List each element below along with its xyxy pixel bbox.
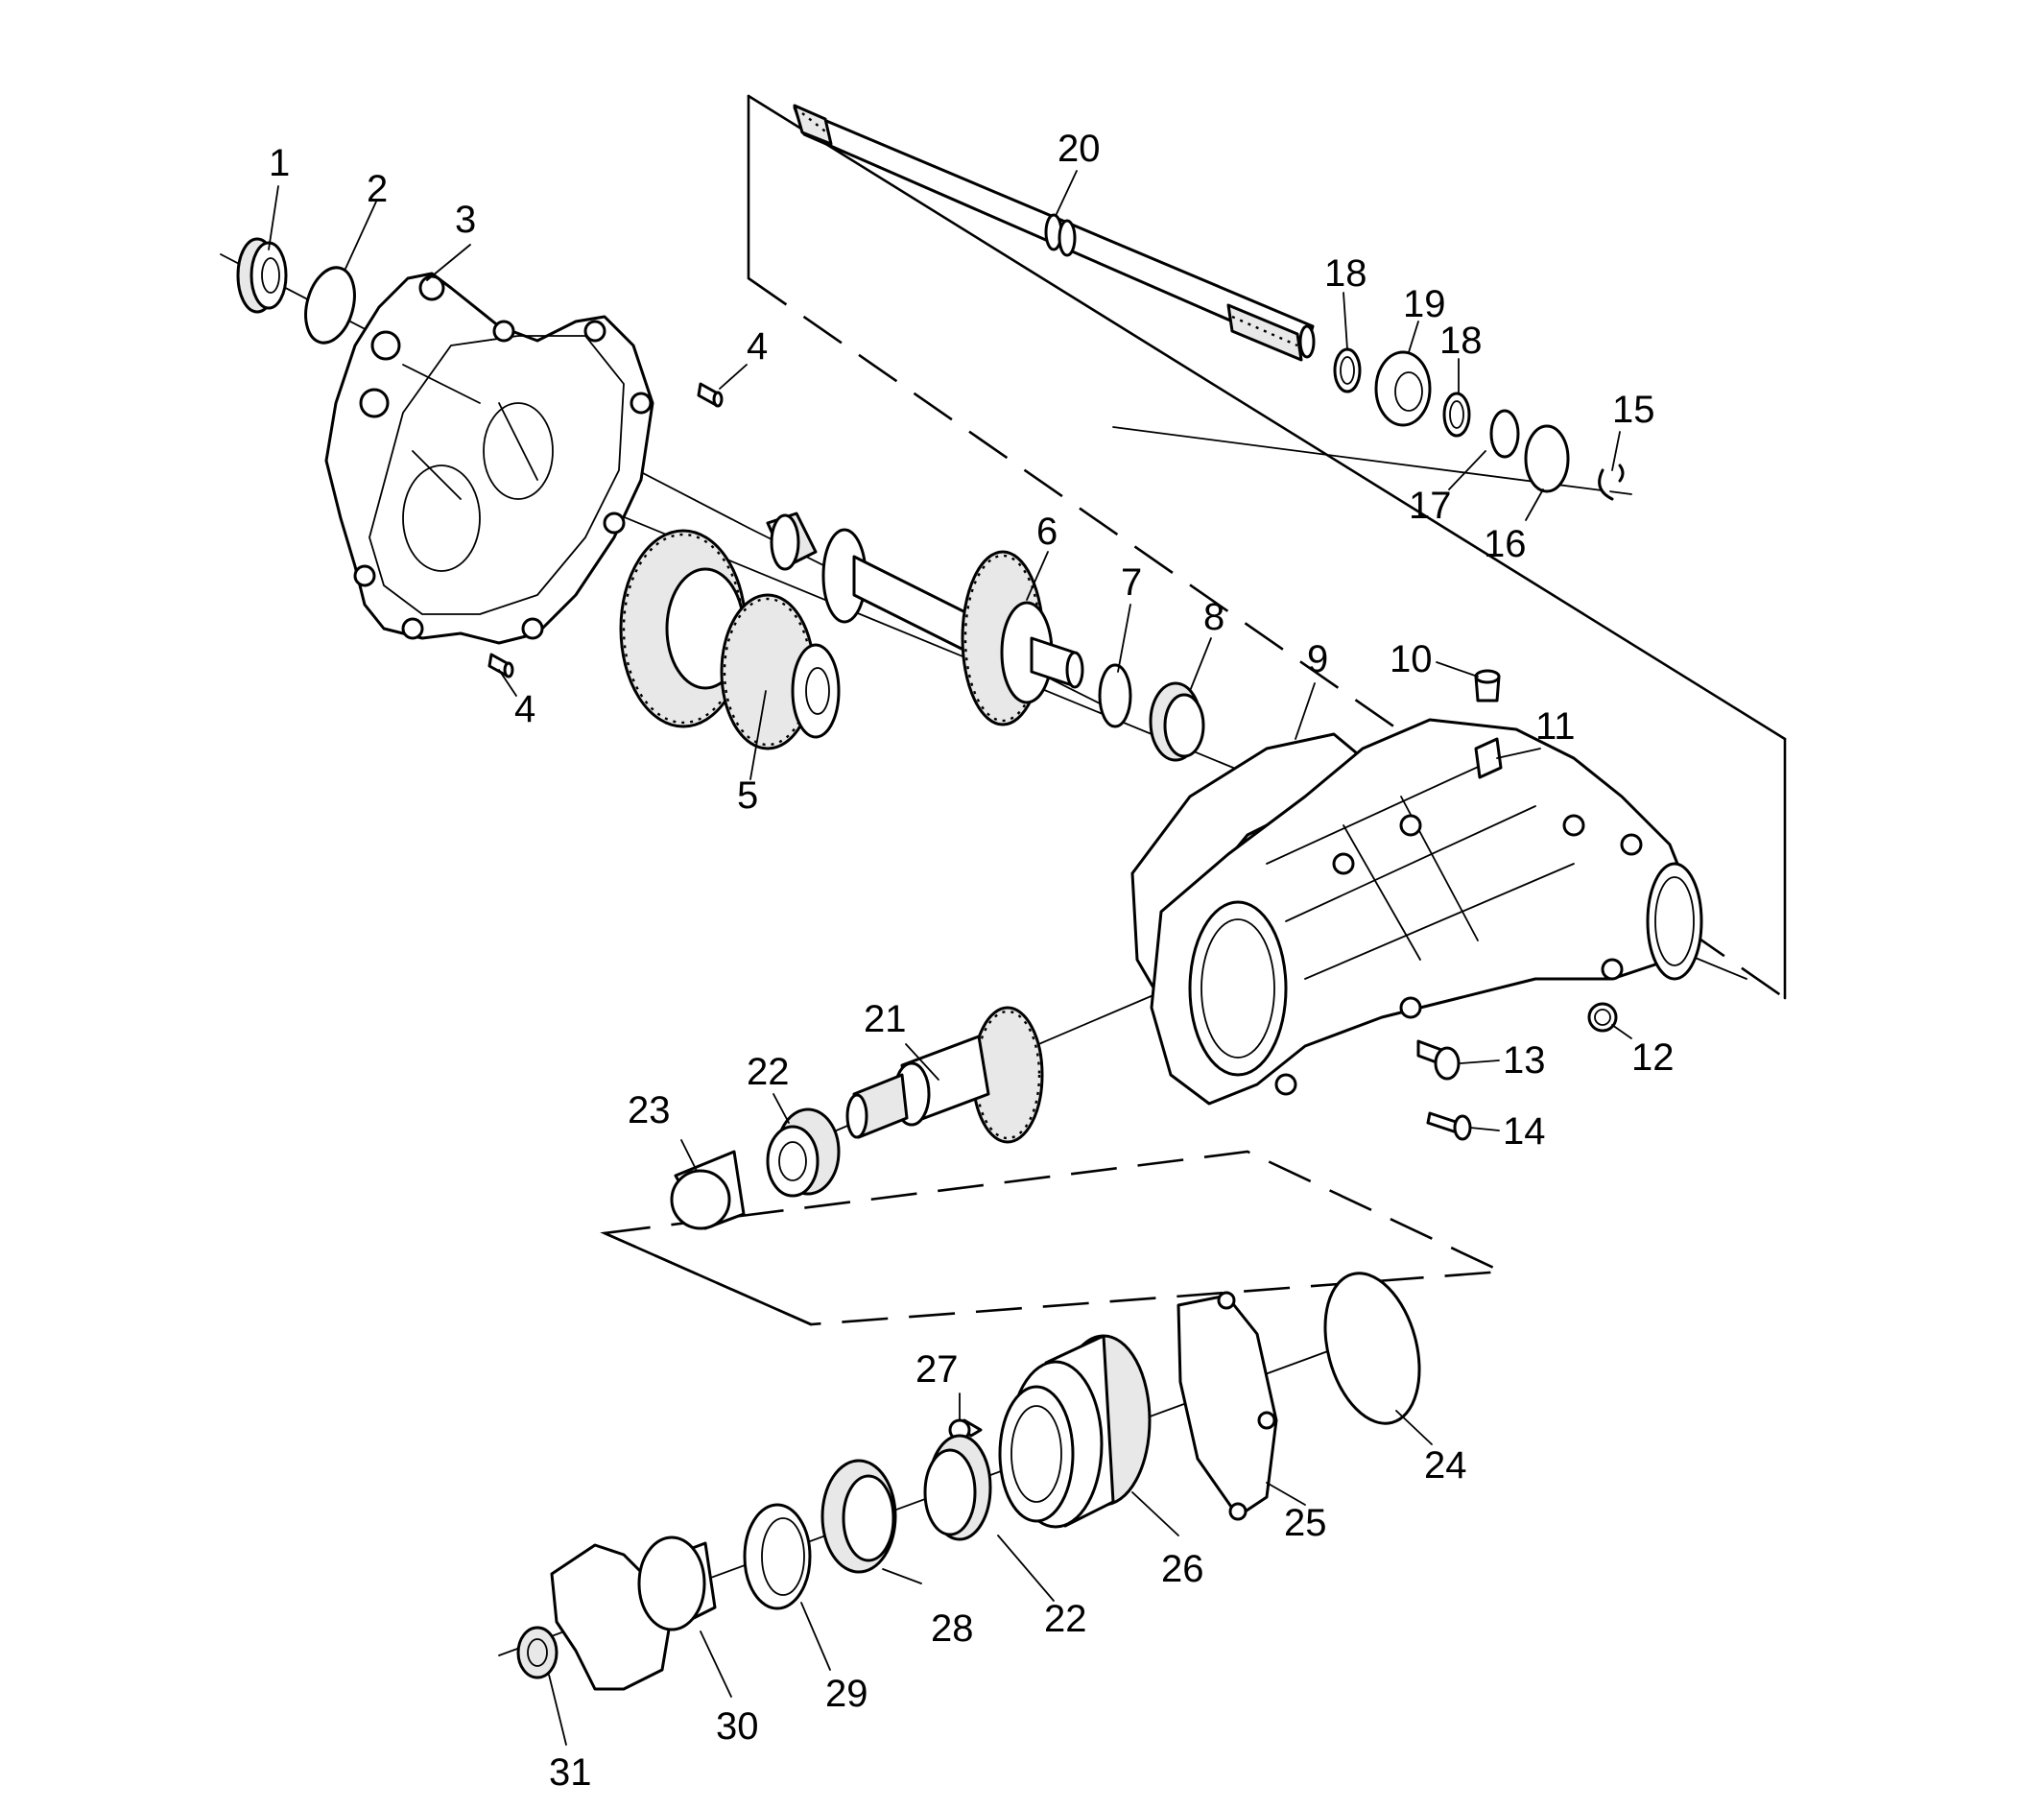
callout-24: 24 [1424, 1444, 1467, 1487]
callout-26: 26 [1161, 1548, 1204, 1590]
gear-5 [619, 529, 841, 750]
shaft-small-parts [1333, 347, 1625, 501]
callout-28: 28 [931, 1607, 974, 1650]
callout-3: 3 [455, 199, 476, 241]
callout-29: 29 [825, 1673, 868, 1715]
fill-plug [1474, 669, 1501, 702]
callout-14: 14 [1503, 1110, 1546, 1153]
callout-18-left: 18 [1324, 252, 1367, 295]
callout-2: 2 [367, 168, 388, 210]
callout-labels: 1 2 3 4 4 5 6 7 8 9 10 11 12 13 14 15 16… [269, 128, 1675, 1794]
callout-17: 17 [1409, 485, 1452, 527]
assembly-boundary [600, 94, 1787, 1326]
callout-8: 8 [1203, 596, 1224, 638]
gear-shaft-6 [766, 512, 1084, 726]
callout-13: 13 [1503, 1039, 1546, 1082]
callout-1: 1 [269, 142, 290, 184]
callout-16: 16 [1484, 523, 1527, 565]
callout-6: 6 [1036, 511, 1058, 553]
callout-23: 23 [628, 1089, 671, 1131]
callout-20: 20 [1058, 128, 1101, 170]
callout-31: 31 [549, 1751, 592, 1794]
pinion-assembly [670, 1006, 1044, 1230]
callout-27: 27 [915, 1348, 959, 1391]
callout-19: 19 [1403, 283, 1446, 325]
callout-4-bottom: 4 [514, 688, 535, 730]
callout-12: 12 [1631, 1036, 1675, 1079]
callout-30: 30 [716, 1705, 759, 1748]
lower-output-assembly [516, 1272, 1421, 1691]
seal-and-oring [236, 237, 356, 345]
callout-5: 5 [737, 774, 758, 817]
callout-22-top: 22 [747, 1051, 790, 1093]
callout-25: 25 [1284, 1502, 1327, 1544]
drain-plugs-and-bolt [1416, 1002, 1618, 1141]
callout-18-right: 18 [1439, 320, 1483, 362]
callout-15: 15 [1612, 389, 1655, 431]
callout-21: 21 [864, 998, 907, 1040]
callout-10: 10 [1390, 638, 1433, 680]
callout-22-bottom: 22 [1044, 1598, 1087, 1640]
snap-ring-and-race [1098, 663, 1205, 762]
callout-9: 9 [1307, 638, 1328, 680]
front-housing [324, 272, 654, 645]
callout-11: 11 [1535, 705, 1576, 748]
callout-4-top: 4 [747, 325, 768, 368]
rear-housing [1150, 718, 1703, 1106]
leader-lines [268, 170, 1632, 1746]
dowel-pins [487, 382, 724, 678]
callout-7: 7 [1121, 561, 1142, 604]
output-shaft [793, 104, 1316, 362]
